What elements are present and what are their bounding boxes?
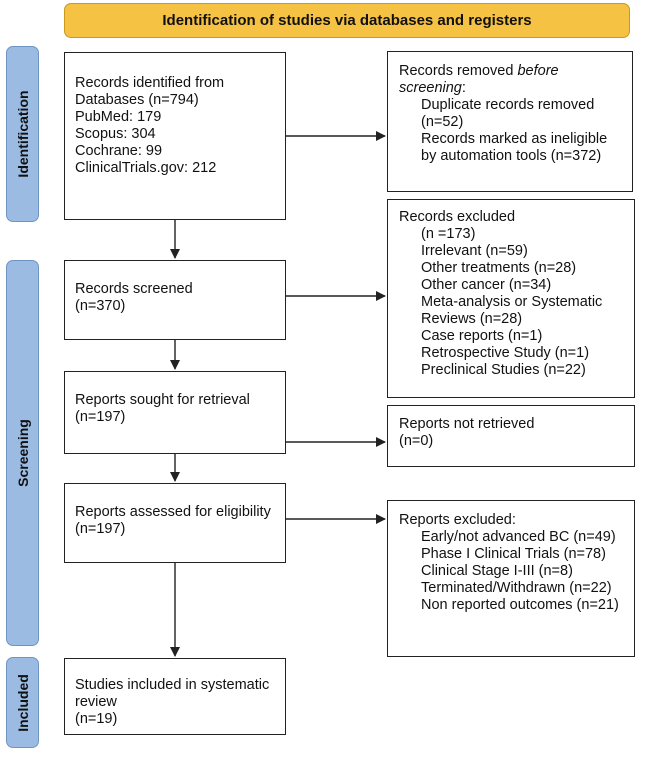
flow-header: Identification of studies via databases …: [64, 3, 630, 38]
sought-line: Reports sought for retrieval: [75, 392, 250, 408]
reports-excluded-box: Reports excluded: Early/not advanced BC …: [387, 500, 635, 657]
removed-line: (n=52): [421, 114, 464, 130]
reports-excluded-item: Phase I Clinical Trials (n=78): [421, 546, 606, 562]
sought-line: (n=197): [75, 409, 126, 425]
removed-line: Duplicate records removed: [421, 97, 595, 113]
not-retrieved-line: (n=0): [399, 433, 434, 449]
screened-line: (n=370): [75, 298, 126, 314]
identified-line: ClinicalTrials.gov: 212: [75, 160, 217, 176]
identified-line: PubMed: 179: [75, 109, 162, 125]
reports-excluded-item: Non reported outcomes (n=21): [421, 597, 619, 613]
removed-text: Records removed: [399, 63, 518, 79]
included-line: (n=19): [75, 711, 118, 727]
removed-text-italic: screening: [399, 80, 462, 96]
records-identified-box: Records identified from Databases (n=794…: [64, 52, 286, 220]
studies-included-box: Studies included in systematic review (n…: [64, 658, 286, 735]
excluded-title: Records excluded: [399, 209, 516, 225]
phase-included: Included: [6, 657, 39, 748]
excluded-item: Other cancer (n=34): [421, 277, 552, 293]
excluded-item: Reviews (n=28): [421, 311, 523, 327]
excluded-item: Other treatments (n=28): [421, 260, 577, 276]
removed-text-italic: before: [517, 63, 559, 79]
phase-identification: Identification: [6, 46, 39, 222]
removed-line: screening:: [399, 80, 632, 97]
excluded-item: Preclinical Studies (n=22): [421, 362, 586, 378]
included-line: review: [75, 694, 117, 710]
identified-line: Cochrane: 99: [75, 143, 163, 159]
not-retrieved-line: Reports not retrieved: [399, 416, 535, 432]
removed-line: by automation tools (n=372): [421, 148, 602, 164]
reports-excluded-item: Early/not advanced BC (n=49): [421, 529, 616, 545]
identified-line: Records identified from: [75, 75, 225, 91]
reports-excluded-title: Reports excluded:: [399, 512, 516, 528]
reports-sought-box: Reports sought for retrieval (n=197): [64, 371, 286, 454]
removed-line: Records removed before: [399, 63, 632, 80]
excluded-item: Irrelevant (n=59): [421, 243, 528, 259]
excluded-item: (n =173): [421, 226, 476, 242]
excluded-item: Case reports (n=1): [421, 328, 543, 344]
records-excluded-box: Records excluded (n =173) Irrelevant (n=…: [387, 199, 635, 398]
records-removed-box: Records removed before screening: Duplic…: [387, 51, 633, 192]
reports-excluded-item: Terminated/Withdrawn (n=22): [421, 580, 612, 596]
phase-screening: Screening: [6, 260, 39, 646]
identified-line: Databases (n=794): [75, 92, 199, 108]
included-line: Studies included in systematic: [75, 677, 270, 693]
screened-line: Records screened: [75, 281, 193, 297]
removed-text: :: [461, 80, 466, 96]
assessed-line: (n=197): [75, 521, 126, 537]
excluded-item: Retrospective Study (n=1): [421, 345, 590, 361]
assessed-line: Reports assessed for eligibility: [75, 504, 271, 520]
reports-not-retrieved-box: Reports not retrieved (n=0): [387, 405, 635, 467]
removed-line: Records marked as ineligible: [421, 131, 608, 147]
reports-assessed-box: Reports assessed for eligibility (n=197): [64, 483, 286, 563]
excluded-item: Meta-analysis or Systematic: [421, 294, 603, 310]
records-screened-box: Records screened (n=370): [64, 260, 286, 340]
identified-line: Scopus: 304: [75, 126, 156, 142]
reports-excluded-item: Clinical Stage I-III (n=8): [421, 563, 573, 579]
